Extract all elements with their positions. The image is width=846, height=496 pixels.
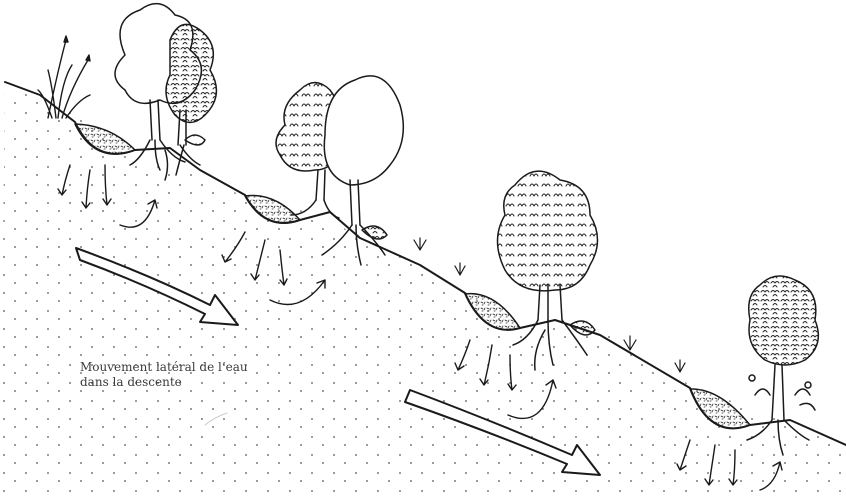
tree-3-crown <box>498 171 598 291</box>
tree-4-crown <box>749 276 819 365</box>
tree-2-broadleaf <box>324 76 403 185</box>
caption-line-1: Mouvement latéral de l’eau <box>80 360 320 375</box>
tree-1b-crown <box>166 24 216 122</box>
lateral-water-movement-caption: Mouvement latéral de l’eau dans la desce… <box>80 360 320 390</box>
caption-line-2: dans la descente <box>80 375 320 390</box>
